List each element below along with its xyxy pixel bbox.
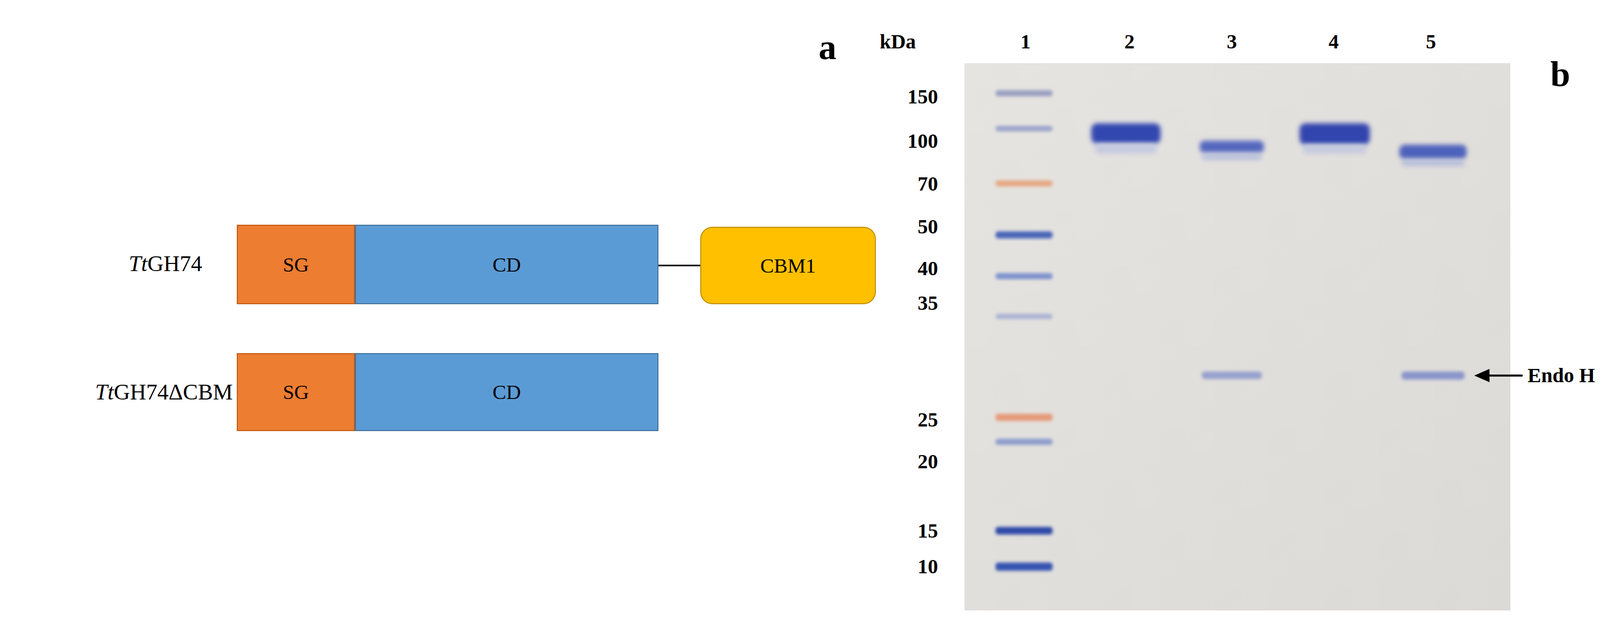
marker-size: 35	[917, 291, 939, 315]
lane-number: 4	[1328, 30, 1339, 53]
marker-size: 20	[917, 450, 939, 473]
catalytic-domain-box: CD	[354, 224, 659, 305]
band-label: Endo H	[1527, 364, 1595, 387]
catalytic-domain-box: CD	[354, 352, 659, 431]
marker-size: 15	[917, 519, 939, 542]
axis-unit: kDa	[879, 30, 916, 53]
signal-domain-box: SG	[236, 224, 355, 305]
marker-size: 40	[917, 257, 939, 280]
lane-number: 1	[1020, 30, 1031, 53]
marker-lane	[995, 90, 1053, 571]
panel-letter: a	[818, 27, 837, 67]
linker-stroke	[658, 264, 701, 267]
lane-number: 2	[1124, 30, 1135, 53]
marker-size: 100	[907, 129, 939, 153]
construct-name: TtGH74ΔCBM	[95, 379, 233, 405]
lane-number: 5	[1425, 30, 1437, 53]
lane-number: 3	[1226, 30, 1237, 53]
domain-label: CD	[492, 379, 521, 404]
marker-size: 10	[917, 555, 939, 578]
linker-line	[658, 265, 701, 266]
marker-size: 25	[917, 408, 939, 431]
marker-size: 150	[907, 85, 939, 108]
panel-letter: b	[1550, 54, 1571, 94]
domain-label: SG	[282, 379, 309, 404]
construct-name: TtGH74	[128, 251, 203, 277]
domain-label: SG	[282, 252, 309, 277]
protein-bands	[1091, 123, 1467, 380]
domain-label: CBM1	[760, 253, 816, 278]
signal-domain-box: SG	[236, 352, 355, 431]
gel-background	[964, 63, 1511, 611]
marker-size: 70	[917, 172, 939, 196]
pointer-head	[1474, 368, 1490, 382]
marker-size: 50	[917, 215, 939, 238]
binding-module-box: CBM1	[700, 226, 876, 305]
pointer-line	[1486, 374, 1523, 377]
domain-label: CD	[492, 252, 521, 277]
endo-h-pointer	[1474, 368, 1523, 382]
